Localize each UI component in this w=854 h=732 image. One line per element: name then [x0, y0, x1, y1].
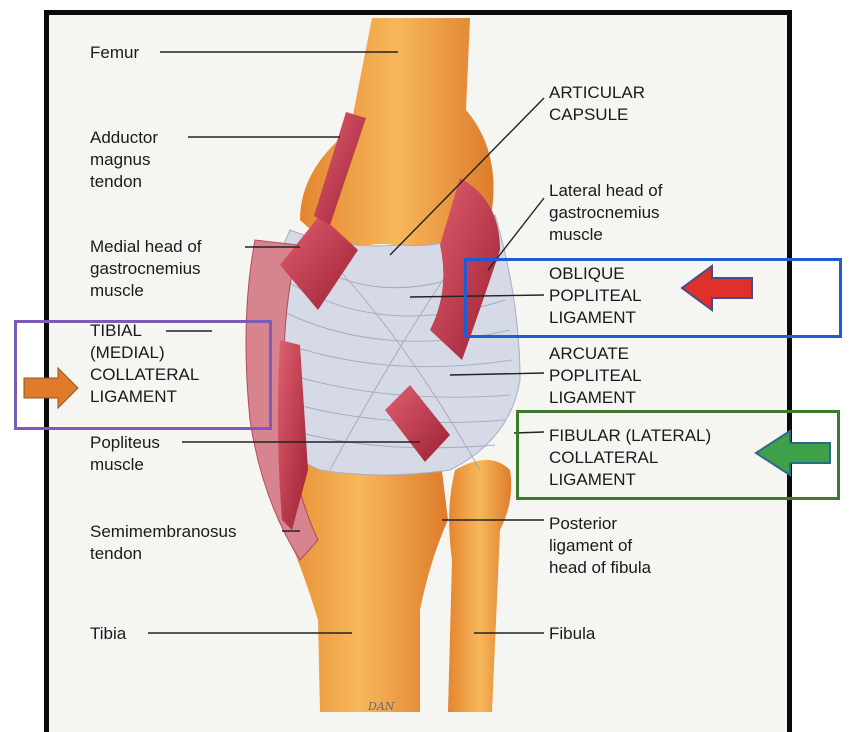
- label-posterior-ligament-fibula: Posterior ligament of head of fibula: [549, 513, 651, 579]
- artist-signature: DAN: [368, 696, 394, 718]
- label-medial-head-gastrocnemius: Medial head of gastrocnemius muscle: [90, 236, 202, 302]
- label-articular-capsule: ARTICULAR CAPSULE: [549, 82, 645, 126]
- label-arcuate-popliteal-ligament: ARCUATE POPLITEAL LIGAMENT: [549, 343, 642, 409]
- label-fibula: Fibula: [549, 623, 595, 645]
- label-adductor-magnus-tendon: Adductor magnus tendon: [90, 127, 158, 193]
- label-fibular-collateral-ligament: FIBULAR (LATERAL) COLLATERAL LIGAMENT: [549, 425, 711, 491]
- label-popliteus-muscle: Popliteus muscle: [90, 432, 160, 476]
- label-semimembranosus-tendon: Semimembranosus tendon: [90, 521, 236, 565]
- highlight-box-blue: [464, 258, 842, 338]
- label-tibial-collateral-ligament: TIBIAL (MEDIAL) COLLATERAL LIGAMENT: [90, 320, 199, 408]
- label-lateral-head-gastrocnemius: Lateral head of gastrocnemius muscle: [549, 180, 662, 246]
- label-tibia: Tibia: [90, 623, 126, 645]
- label-oblique-popliteal-ligament: OBLIQUE POPLITEAL LIGAMENT: [549, 263, 642, 329]
- fibula-bone: [448, 460, 511, 712]
- label-femur: Femur: [90, 42, 139, 64]
